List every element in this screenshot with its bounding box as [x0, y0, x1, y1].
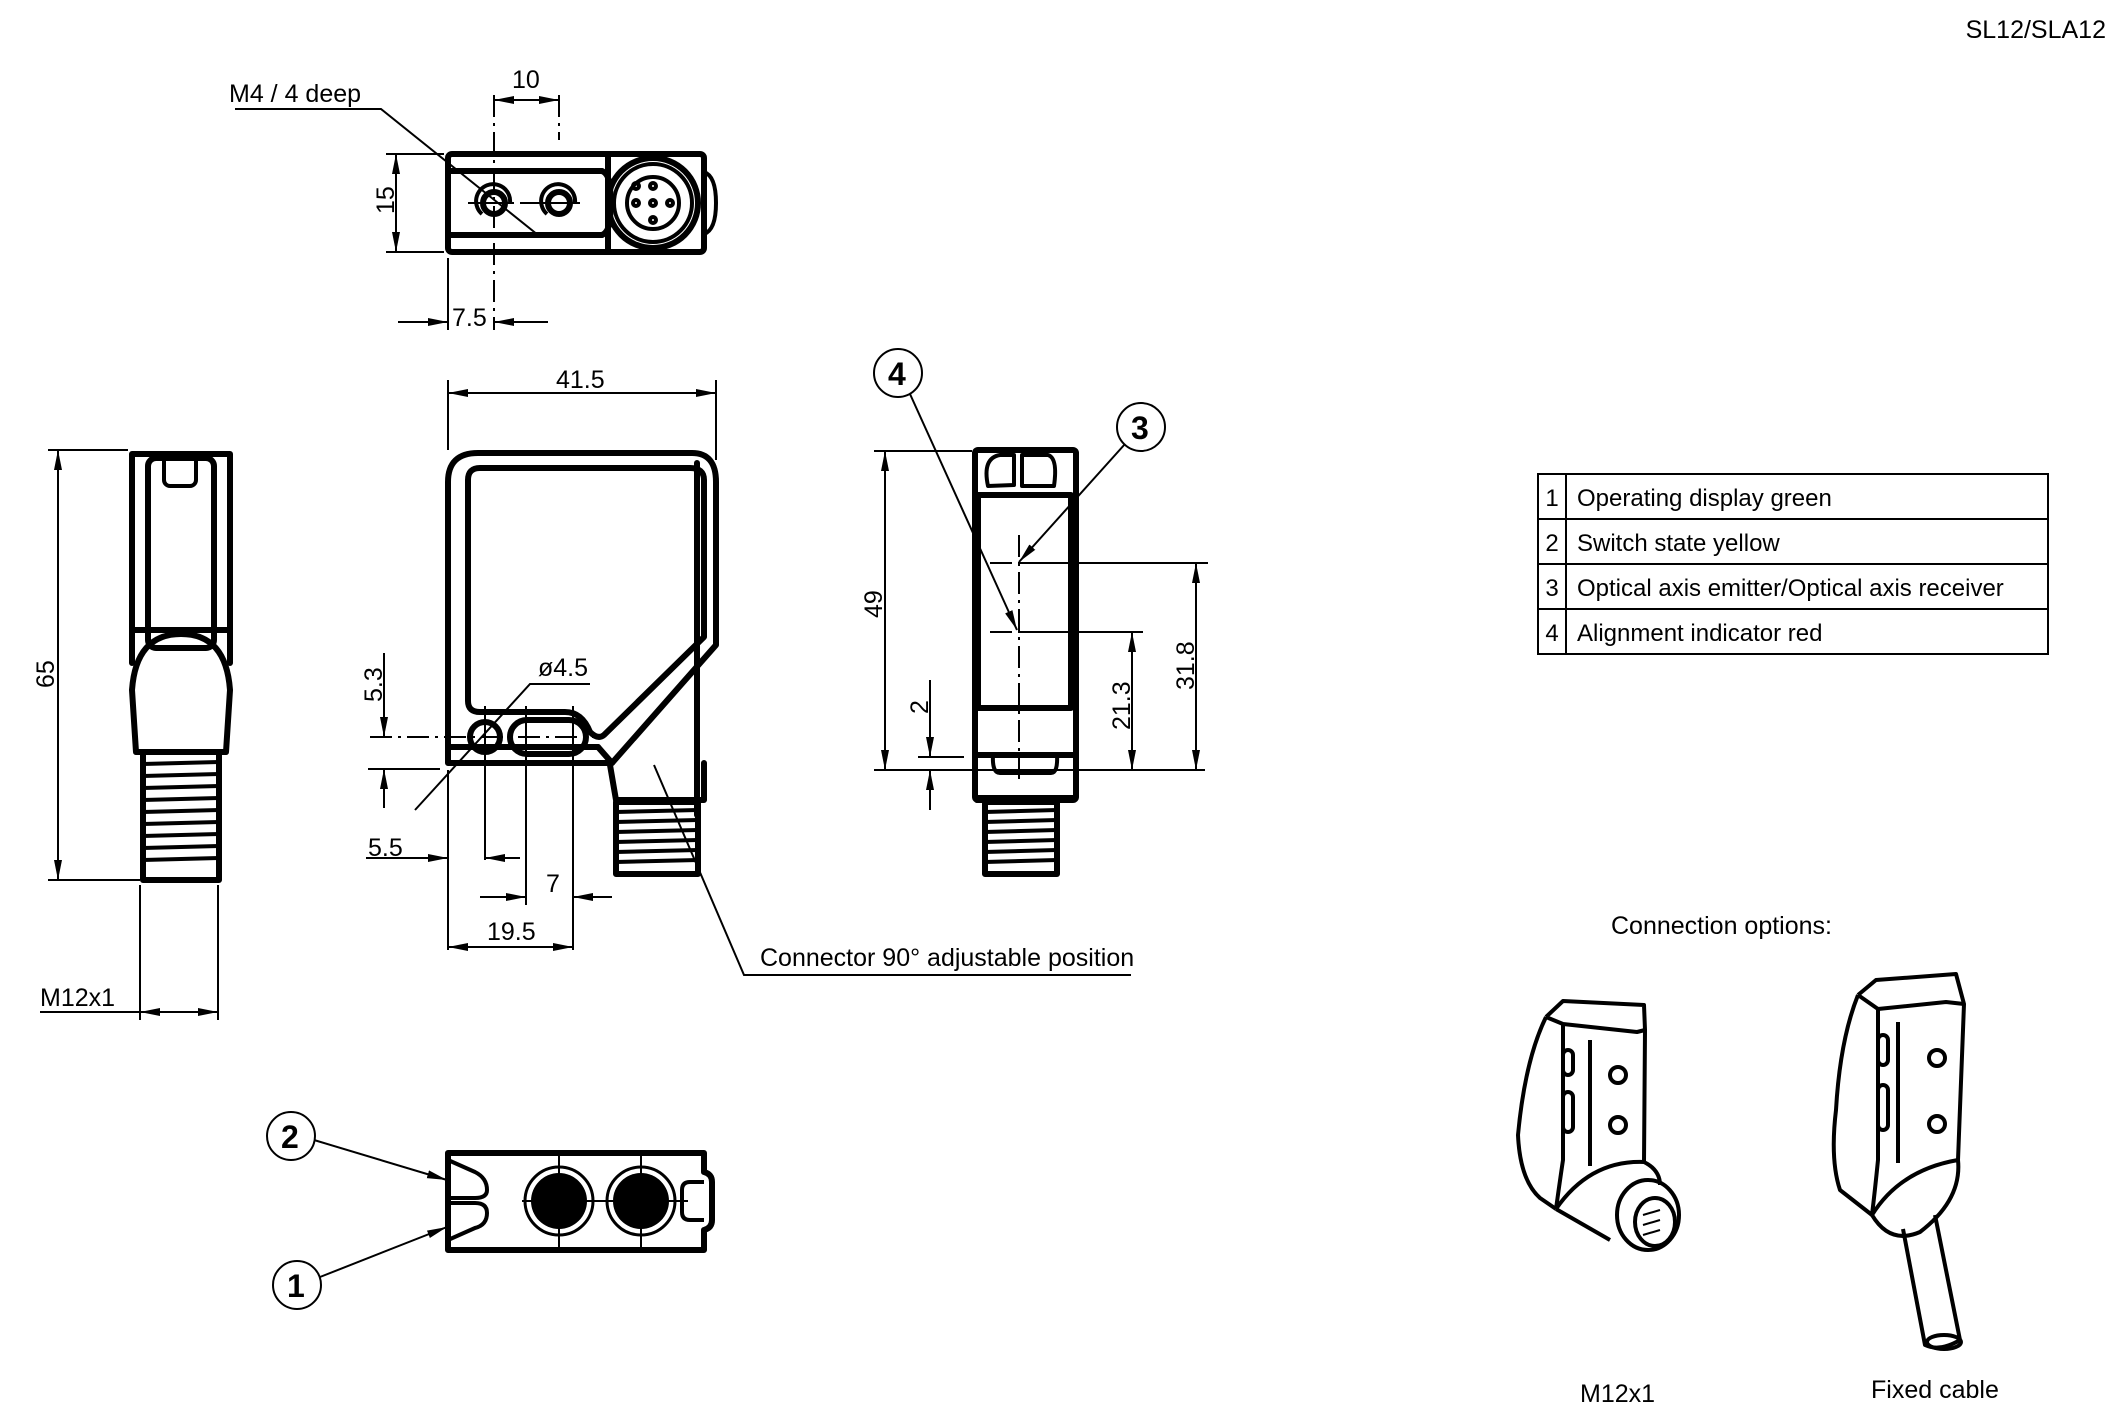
callout-1: 1 — [272, 1226, 448, 1310]
connection-option-label: Fixed cable — [1871, 1376, 1999, 1404]
legend-description: Operating display green — [1565, 473, 2049, 520]
legend-row: 4 Alignment indicator red — [1537, 608, 2049, 655]
dim-slot-length: 7 — [546, 870, 560, 898]
legend-number: 1 — [1537, 473, 1567, 520]
dim-slot-x: 19.5 — [487, 918, 536, 946]
front-view: 41.5 ø4.5 5.3 5.5 7 19.5 Connector 90° a… — [360, 366, 1134, 976]
legend-description: Switch state yellow — [1565, 518, 2049, 565]
dim-overall-height: 65 — [32, 660, 60, 688]
dim-thread: M12x1 — [40, 984, 115, 1012]
right-side-view: 49 2 21.3 31.8 4 3 — [860, 348, 1208, 877]
svg-text:1: 1 — [287, 1268, 305, 1304]
dim-hole-diameter: ø4.5 — [538, 654, 588, 682]
legend-row: 3 Optical axis emitter/Optical axis rece… — [1537, 563, 2049, 610]
dim-hole-height: 5.3 — [360, 667, 388, 702]
dim-hole-spacing: 10 — [512, 66, 540, 94]
svg-text:3: 3 — [1131, 410, 1149, 446]
legend-description: Alignment indicator red — [1565, 608, 2049, 655]
top-view: 10 M4 / 4 deep 15 7.5 — [229, 66, 718, 332]
legend-number: 2 — [1537, 518, 1567, 565]
mounting-hole-icon — [520, 182, 580, 217]
svg-text:2: 2 — [281, 1119, 299, 1155]
legend-description: Optical axis emitter/Optical axis receiv… — [1565, 563, 2049, 610]
dim-optical-axis-height: 31.8 — [1172, 641, 1200, 690]
note-m4-thread: M4 / 4 deep — [229, 80, 361, 108]
led-window-icon — [522, 1155, 605, 1247]
callout-3: 3 — [1018, 402, 1166, 563]
thread-icon — [613, 799, 701, 877]
led-window-icon — [605, 1155, 688, 1247]
callout-4: 4 — [873, 348, 1018, 631]
dim-side-height: 49 — [860, 590, 888, 618]
dim-alignment-axis-height: 21.3 — [1108, 681, 1136, 730]
fixed-cable-sensor-icon — [1831, 972, 1966, 1351]
legend-number: 3 — [1537, 563, 1567, 610]
note-connector-adjustable: Connector 90° adjustable position — [760, 944, 1134, 972]
thread-icon — [982, 799, 1060, 877]
document-title: SL12/SLA12 — [1965, 16, 2106, 44]
legend-number: 4 — [1537, 608, 1567, 655]
connection-options-heading: Connection options: — [1611, 912, 1832, 940]
legend-row: 2 Switch state yellow — [1537, 518, 2049, 565]
left-side-view: 65 M12x1 — [32, 449, 233, 1020]
connection-option-label: M12x1 — [1580, 1380, 1656, 1408]
dim-base-offset: 2 — [906, 700, 934, 714]
dim-body-width: 41.5 — [556, 366, 605, 394]
dim-hole-x: 5.5 — [368, 834, 403, 862]
svg-text:4: 4 — [888, 356, 906, 392]
dim-hole-offset: 7.5 — [452, 304, 487, 332]
connector-face-icon — [605, 155, 701, 251]
legend-table: 1 Operating display green 2 Switch state… — [1537, 473, 2049, 655]
callout-2: 2 — [266, 1111, 448, 1181]
bottom-view: 2 1 — [266, 1111, 715, 1310]
thread-icon — [140, 749, 222, 883]
legend-row: 1 Operating display green — [1537, 473, 2049, 520]
dim-top-height: 15 — [372, 186, 400, 214]
m12-connector-sensor-icon — [1516, 999, 1681, 1252]
